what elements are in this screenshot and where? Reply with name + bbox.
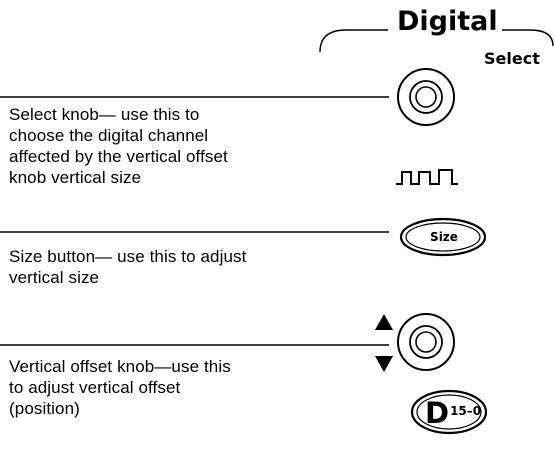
vertical-offset-knob-icon[interactable]	[397, 313, 455, 371]
panel-title: Digital	[393, 6, 502, 38]
select-label: Select	[484, 49, 540, 68]
callout-line: knob vertical size	[9, 168, 142, 187]
callout-line: affected by the vertical offset	[9, 147, 228, 166]
channel-knob-letter: D	[425, 396, 450, 430]
callout-line: to adjust vertical offset	[9, 378, 181, 397]
size-button-callout: Size button— use this to adjust vertical…	[9, 246, 309, 288]
select-knob-callout: Select knob— use this to choose the digi…	[9, 104, 309, 188]
callout-line: Select knob— use this to	[9, 105, 200, 124]
callout-line: (position)	[9, 399, 80, 418]
callout-line: Vertical offset knob—use this	[9, 357, 231, 376]
size-button-label: Size	[430, 230, 458, 244]
callout-line: vertical size	[9, 268, 100, 287]
title-bracket-right	[500, 29, 554, 47]
callout-line: Size button— use this to adjust	[9, 247, 247, 266]
title-bracket-left	[319, 29, 388, 53]
vertical-offset-callout: Vertical offset knob—use this to adjust …	[9, 356, 309, 419]
up-arrow-icon	[375, 314, 393, 330]
callout-line: choose the digital channel	[9, 126, 209, 145]
size-button-icon[interactable]	[399, 217, 487, 257]
channel-knob-icon[interactable]	[410, 389, 488, 435]
channel-knob-range: 15–0	[450, 404, 482, 418]
select-knob-icon[interactable]	[397, 68, 455, 126]
channel-knob-label: D15–0	[425, 399, 485, 428]
down-arrow-icon	[375, 356, 393, 372]
waveform-icon	[396, 169, 458, 185]
